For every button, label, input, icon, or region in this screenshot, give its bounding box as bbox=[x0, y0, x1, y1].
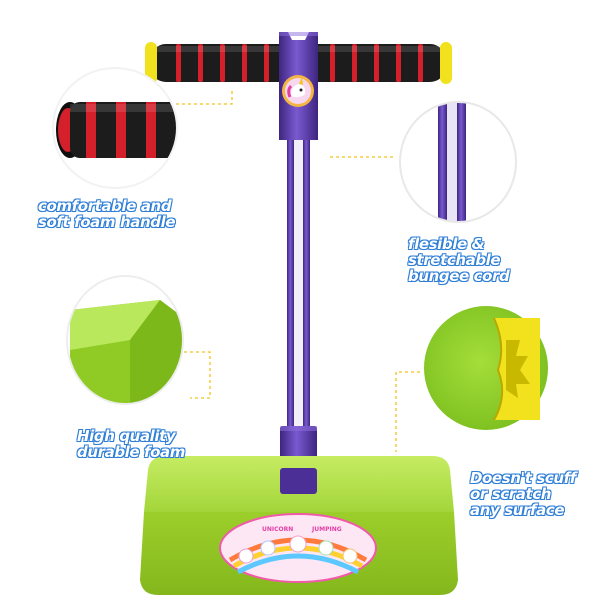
label-foam-handle-line1: comfortable and bbox=[38, 197, 172, 215]
label-no-scuff-line2: or scratch bbox=[470, 485, 552, 503]
end-cap-left bbox=[145, 42, 157, 84]
zoom-circle-handle bbox=[52, 67, 178, 189]
end-cap-right bbox=[440, 42, 452, 84]
decal-text-right: JUMPING bbox=[311, 526, 342, 533]
guide-line-base bbox=[184, 351, 211, 399]
label-foam-handle: comfortable and soft foam handle bbox=[38, 198, 175, 230]
decal-text-left: UNICORN bbox=[262, 526, 293, 533]
label-bungee-cord-line3: bungee cord bbox=[408, 267, 510, 285]
label-durable-foam-line1: High quality bbox=[77, 427, 176, 445]
unicorn-decal: UNICORN JUMPING bbox=[219, 513, 377, 583]
label-bungee-cord-line2: stretchable bbox=[408, 251, 501, 269]
zoom-circle-foam-cutaway bbox=[424, 306, 548, 430]
zoom-circle-cord bbox=[399, 101, 517, 223]
label-no-scuff-line3: any surface bbox=[470, 501, 565, 519]
label-durable-foam-line2: durable foam bbox=[77, 443, 185, 461]
zoom-circle-base bbox=[66, 275, 184, 405]
guide-line-scuff bbox=[395, 371, 420, 452]
guide-line-handle bbox=[176, 90, 233, 105]
bungee-cord-rods bbox=[287, 140, 310, 430]
label-no-scuff-line1: Doesn't scuff bbox=[470, 469, 576, 487]
label-bungee-cord-line1: flesible & bbox=[408, 235, 485, 253]
label-durable-foam: High quality durable foam bbox=[77, 428, 185, 460]
label-foam-handle-line2: soft foam handle bbox=[38, 213, 176, 231]
unicorn-badge bbox=[282, 75, 314, 107]
label-no-scuff: Doesn't scuff or scratch any surface bbox=[470, 470, 576, 518]
label-bungee-cord: flesible & stretchable bungee cord bbox=[408, 235, 510, 285]
